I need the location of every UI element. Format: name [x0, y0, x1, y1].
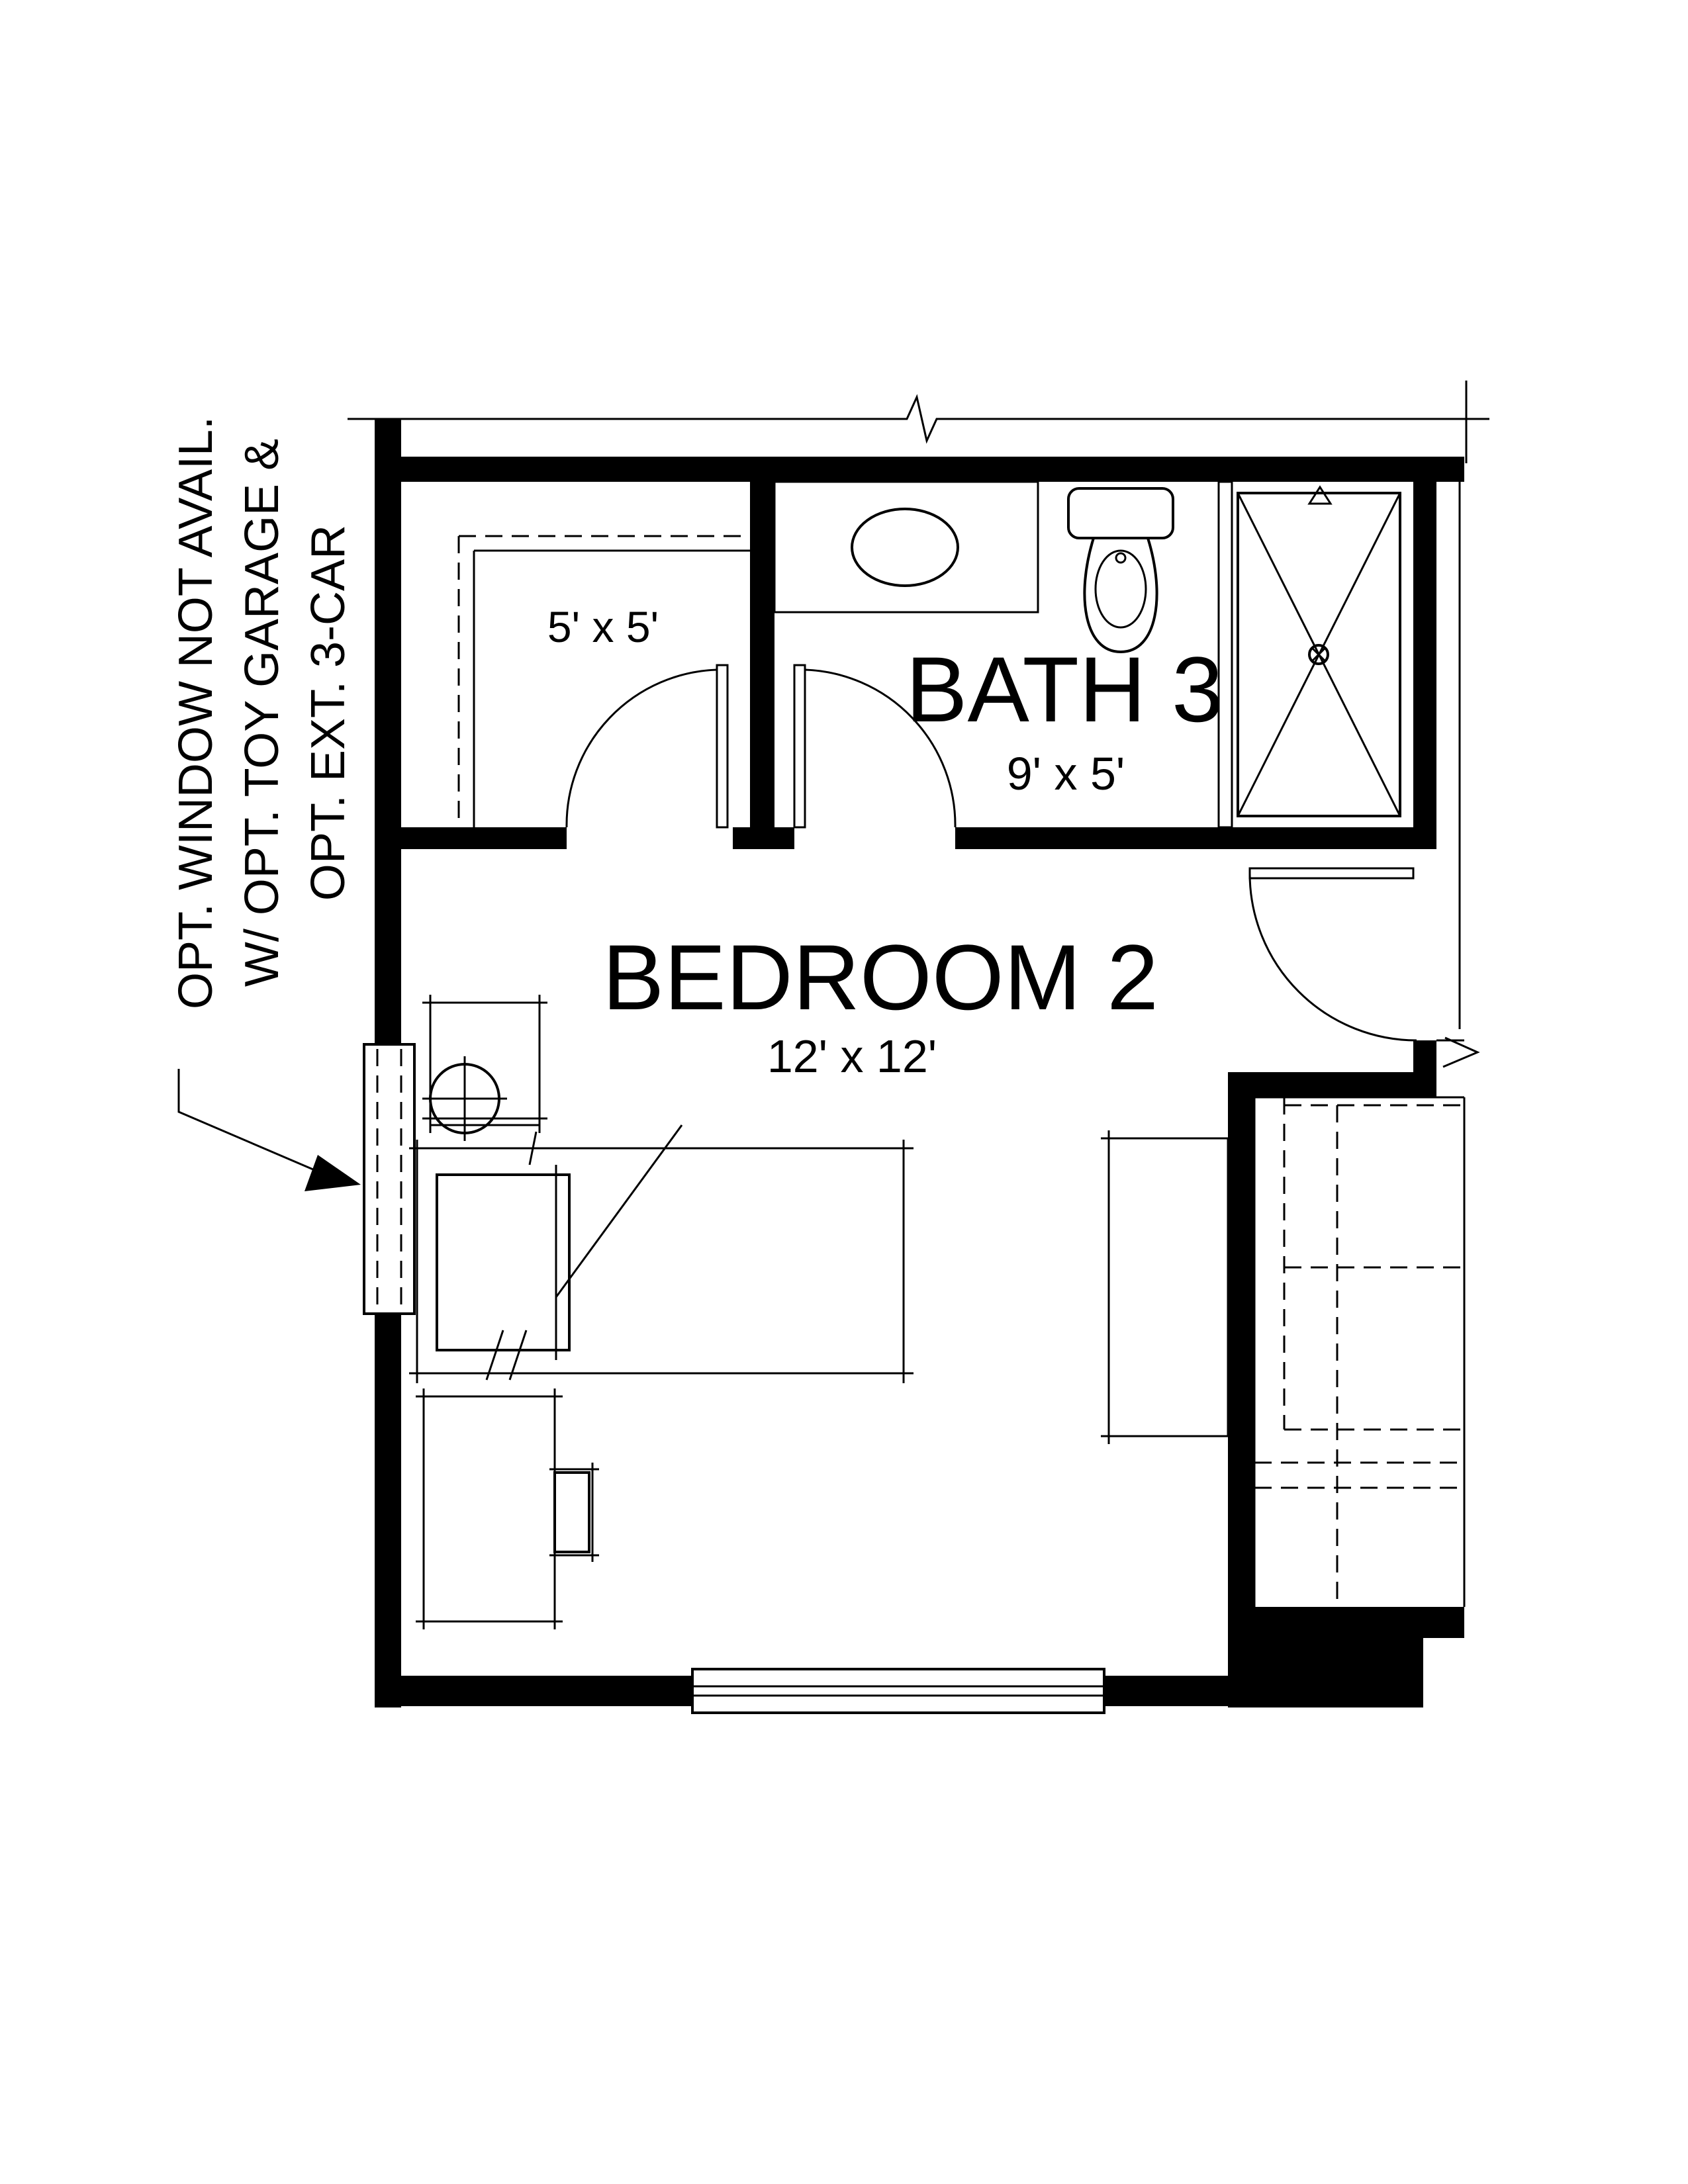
note-leader-arrow	[177, 1069, 361, 1191]
closet-shelving	[457, 535, 750, 827]
bedroom-size-label: 12' x 12'	[767, 1030, 937, 1082]
note-text: OPT. WINDOW NOT AVAIL. W/ OPT. TOY GARAG…	[169, 416, 355, 1009]
bed	[409, 1124, 914, 1383]
vanity	[773, 480, 1039, 614]
bottom-window	[691, 1668, 1105, 1714]
bath-door	[793, 664, 957, 829]
closet-size-label: 5' x 5'	[547, 602, 659, 651]
shower	[1217, 480, 1401, 829]
toilet	[1067, 487, 1174, 654]
nightstand-lamp	[422, 995, 547, 1141]
closet-door	[565, 664, 729, 829]
bath-name-label: BATH 3	[906, 637, 1223, 741]
bedroom-name-label: BEDROOM 2	[602, 925, 1158, 1029]
bath-size-label: 9' x 5'	[1007, 748, 1125, 799]
dresser	[1101, 1130, 1229, 1444]
desk-chair	[416, 1388, 599, 1629]
note-line-2: W/ OPT. TOY GARAGE &	[236, 439, 289, 987]
wardrobe	[1253, 1096, 1466, 1607]
top-break-line	[348, 381, 1489, 463]
bedroom-door	[1248, 482, 1480, 1068]
walls	[375, 419, 1464, 1707]
note-line-3: OPT. EXT. 3-CAR	[302, 525, 355, 901]
note-line-1: OPT. WINDOW NOT AVAIL.	[169, 416, 222, 1009]
left-window	[363, 1043, 416, 1315]
